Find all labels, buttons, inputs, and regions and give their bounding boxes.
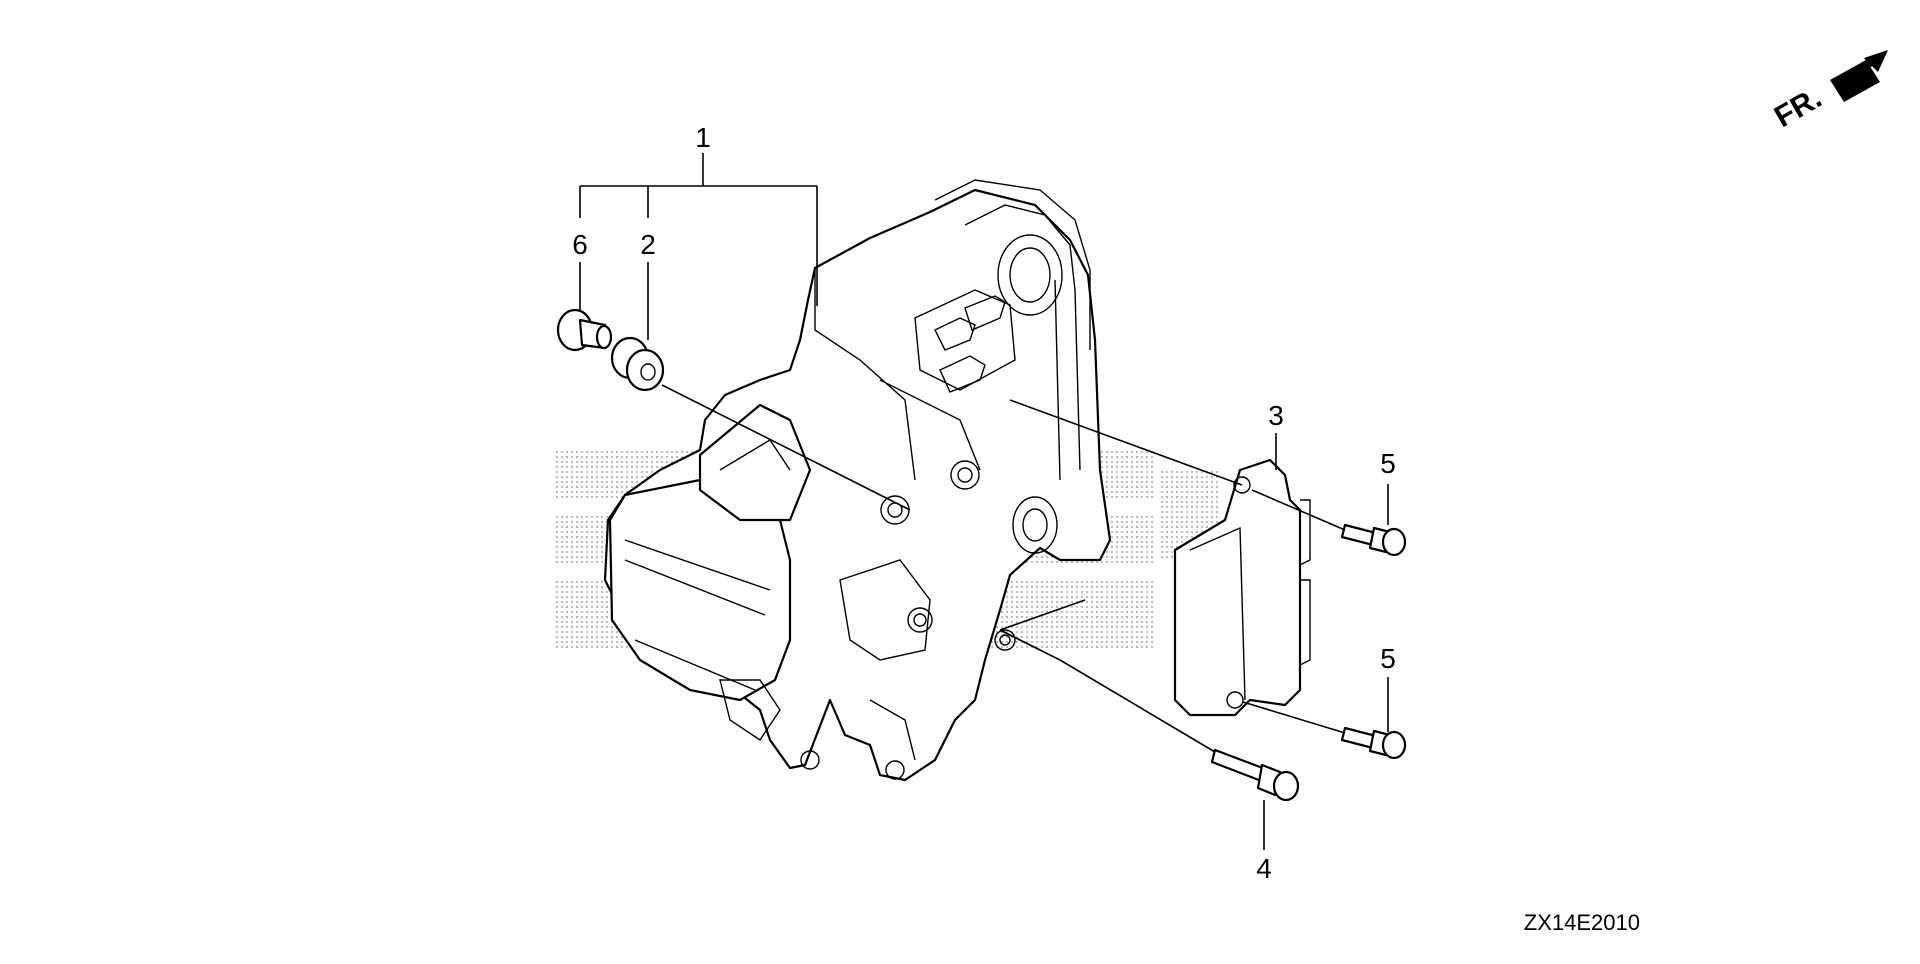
callout-3: 3 [1268, 400, 1284, 431]
grommet [610, 336, 665, 392]
callout-5-lower: 5 [1380, 643, 1396, 674]
control-box-case [603, 179, 1112, 782]
diagram-code: ZX14E2010 [1524, 910, 1640, 935]
direction-label: FR. [1769, 81, 1827, 134]
callout-5-upper: 5 [1380, 448, 1396, 479]
callout-6: 6 [572, 229, 588, 260]
bolt-part-4 [1210, 748, 1300, 802]
callout-4: 4 [1256, 853, 1272, 884]
collar [556, 308, 613, 352]
callout-2: 2 [640, 229, 656, 260]
control-module [1173, 458, 1311, 717]
front-direction-arrow-icon [1830, 50, 1888, 102]
callouts: 1 2 3 4 5 5 6 [572, 122, 1396, 884]
leader-lines [579, 153, 1389, 850]
callout-1: 1 [695, 122, 711, 153]
bolt-part-5-upper [1340, 523, 1407, 557]
bolt-part-5-lower [1340, 726, 1407, 760]
